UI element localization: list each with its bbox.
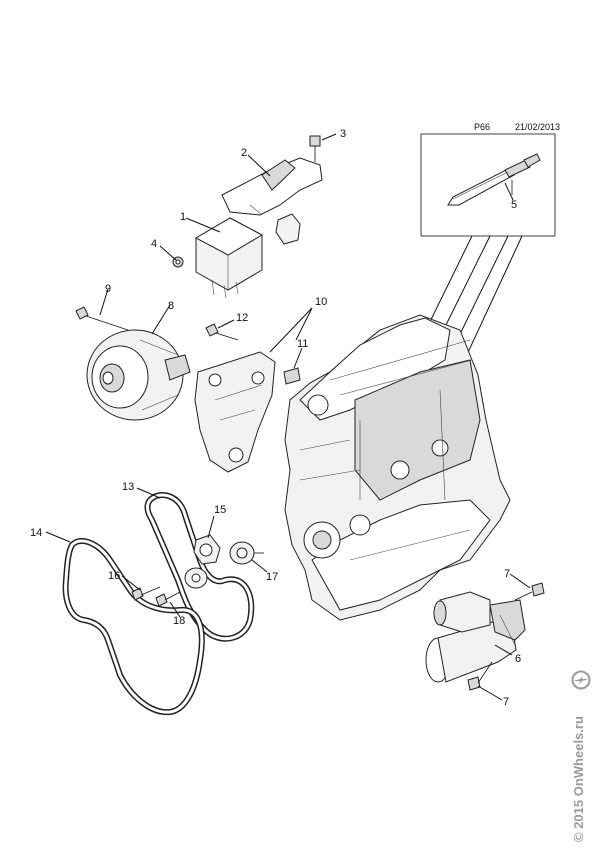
starter-motor-part [425,591,526,683]
bolt-18-part [155,591,181,607]
callout-4: 4 [151,238,157,250]
callout-2: 2 [241,147,247,159]
opel-logo-icon [571,670,591,690]
callout-5: 5 [511,199,517,211]
callout-9: 9 [105,283,111,295]
callout-8: 8 [168,300,174,312]
bolt-9-part [75,306,129,331]
detail-box: P66 21/02/2013 [420,122,560,237]
callout-7-bottom: 7 [503,696,509,708]
callout-18: 18 [173,615,185,627]
callout-leaders [45,133,531,701]
tensioner-part [193,534,221,565]
alternator-part [86,329,191,421]
bolt-16-part [131,586,161,601]
callout-10: 10 [315,296,327,308]
bolt-12-part [205,323,239,341]
callout-12: 12 [236,312,248,324]
relay-part [194,217,264,299]
watermark-text: © 2015 OnWheels.ru [571,716,586,842]
callout-labels: 1 2 3 4 5 6 7 7 8 9 10 11 12 13 14 15 16… [30,128,521,708]
bracket-part [221,157,323,245]
callout-13: 13 [122,481,134,493]
callout-14: 14 [30,527,42,539]
watermark: © 2015 OnWheels.ru [566,670,596,848]
page-code: P66 [474,122,490,132]
callout-17: 17 [266,571,278,583]
callout-6: 6 [515,653,521,665]
callout-7-top: 7 [504,568,510,580]
callout-1: 1 [180,211,186,223]
page-date: 21/02/2013 [515,122,560,132]
callout-3: 3 [340,128,346,140]
stud-11-part [283,367,301,385]
bolt-7a-part [514,582,545,601]
callout-15: 15 [214,504,226,516]
pulley-18-part [184,567,208,589]
alternator-bracket-part [194,351,276,473]
engine-block-part [284,314,511,621]
glow-plug-part [447,153,541,206]
idler-pulley-17-part [229,541,264,565]
callout-16: 16 [108,570,120,582]
bolt-3-part [309,135,321,162]
belt-14-part [62,538,205,716]
callout-11: 11 [297,338,308,350]
